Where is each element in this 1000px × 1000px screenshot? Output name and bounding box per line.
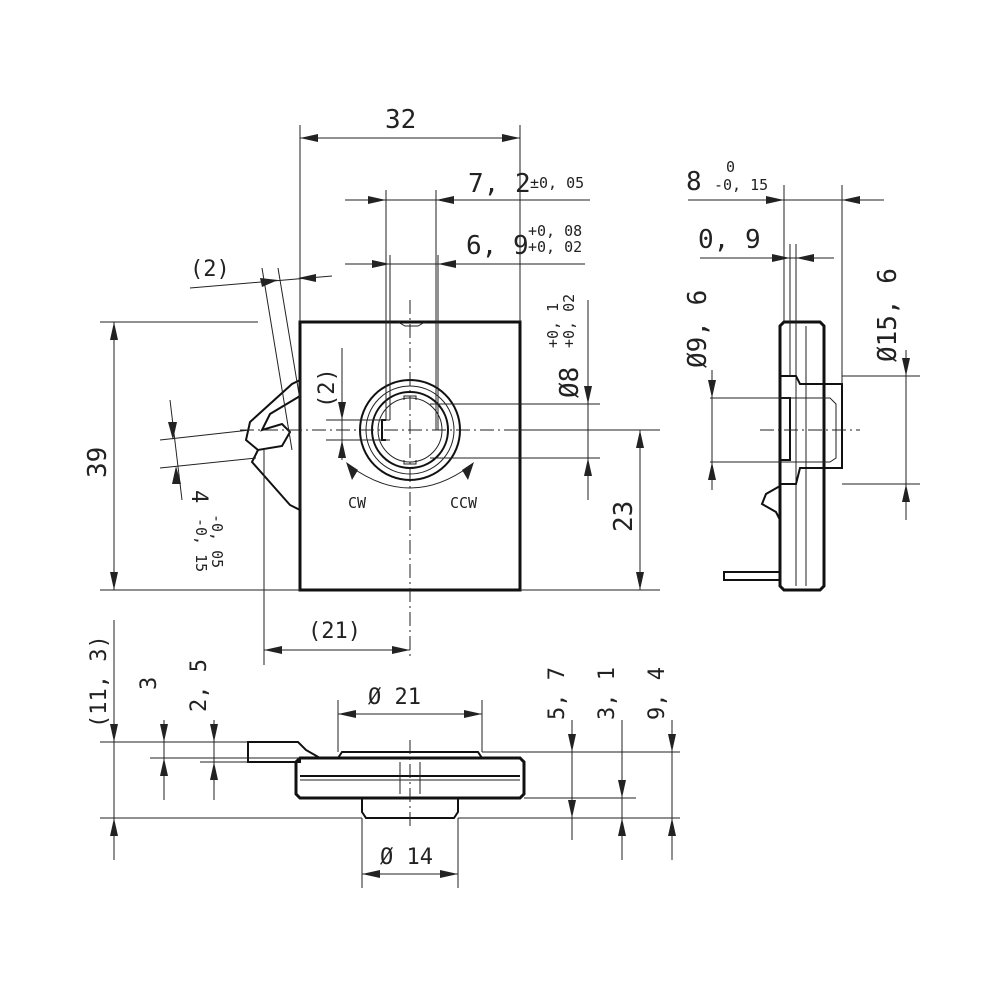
dim-dia-15-6: Ø15, 6 — [873, 268, 903, 362]
bottom-view — [247, 740, 526, 830]
dim-11-3: (11, 3) — [87, 635, 112, 728]
dim-23: 23 — [609, 501, 639, 532]
tol-side-8-up: 0 — [726, 158, 735, 176]
rotation-arc — [349, 465, 471, 489]
tol-side-8-lo: -0, 15 — [714, 176, 768, 194]
tol-4-lo: -0, 15 — [192, 518, 210, 572]
bottom-dimensions: Ø 21 Ø 14 (11, 3) 3 2, 5 — [87, 620, 680, 888]
dim-21-paren: (21) — [308, 619, 361, 644]
dim-39: 39 — [83, 447, 113, 478]
dim-2-top: (2) — [190, 257, 230, 282]
dim-dia-8: Ø8 — [555, 367, 585, 398]
dim-32: 32 — [385, 105, 416, 135]
dim-dia-14: Ø 14 — [380, 845, 433, 870]
tol-7-2: ±0, 05 — [530, 174, 584, 192]
dim-3: 3 — [137, 677, 162, 690]
spring-tab-lower — [250, 449, 301, 511]
dim-7-2: 7, 2 — [468, 169, 531, 199]
dim-2-5: 2, 5 — [187, 659, 212, 712]
side-dimensions: 8 0 -0, 15 0, 9 Ø9, 6 Ø15, 6 — [683, 158, 920, 520]
dim-6-9: 6, 9 — [466, 231, 529, 261]
dim-9-4: 9, 4 — [645, 667, 670, 720]
top-notch — [397, 321, 426, 327]
dim-side-8: 8 — [686, 167, 702, 197]
spring-tab — [244, 379, 301, 452]
dim-dia-9-6: Ø9, 6 — [683, 290, 713, 368]
dim-2-mid: (2) — [315, 368, 340, 408]
tol-4-up: -0, 05 — [208, 514, 226, 568]
dim-3-1: 3, 1 — [595, 667, 620, 720]
ccw-label: CCW — [450, 494, 478, 512]
bottom-tab — [247, 741, 324, 763]
dim-dia-21: Ø 21 — [368, 685, 421, 710]
dim-5-7: 5, 7 — [545, 667, 570, 720]
cw-label: CW — [348, 494, 367, 512]
side-pin — [723, 571, 781, 581]
side-plate — [778, 320, 826, 592]
tol-8-up: +0, 1 — [544, 303, 562, 348]
dim-side-0-9: 0, 9 — [698, 225, 761, 255]
dim-4: 4 — [186, 490, 211, 503]
bottom-plate — [294, 756, 526, 800]
side-view — [723, 320, 860, 592]
tol-6-9-up: +0, 08 — [528, 222, 582, 240]
tol-8-lo: +0, 02 — [560, 294, 578, 348]
front-dimensions: 32 7, 2 ±0, 05 6, 9 +0, 08 +0, 02 (2) (2… — [83, 105, 660, 665]
tol-6-9-lo: +0, 02 — [528, 238, 582, 256]
front-view: CW CCW — [240, 267, 570, 660]
